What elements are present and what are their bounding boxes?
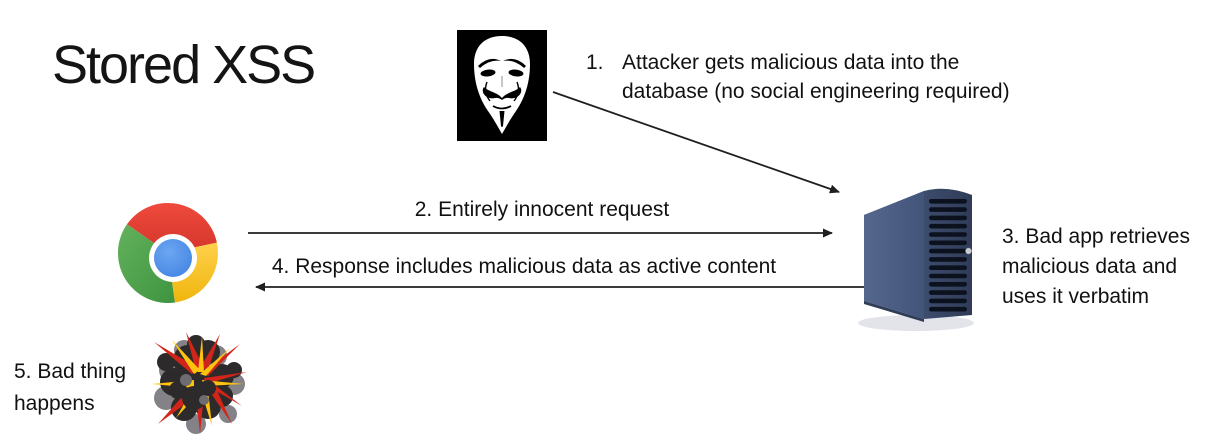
explosion-icon	[152, 332, 247, 434]
chrome-browser-icon	[117, 202, 218, 304]
response-arrow-label: 4. Response includes malicious data as a…	[271, 255, 777, 278]
step3-annotation: 3. Bad app retrieves malicious data and …	[1002, 225, 1190, 308]
request-arrow-label: 2. Entirely innocent request	[414, 198, 670, 221]
step1-number: 1.	[586, 51, 604, 74]
attacker-to-server-arrow	[552, 91, 840, 194]
page-title: Stored XSS	[52, 35, 316, 95]
server-tower-icon	[858, 188, 974, 331]
step1-text: Attacker gets malicious data into the da…	[622, 51, 1010, 103]
anonymous-mask-icon	[457, 30, 547, 141]
step5-annotation: 5. Bad thing happens	[14, 360, 127, 415]
step1-annotation: 1. Attacker gets malicious data into the…	[586, 48, 1010, 106]
